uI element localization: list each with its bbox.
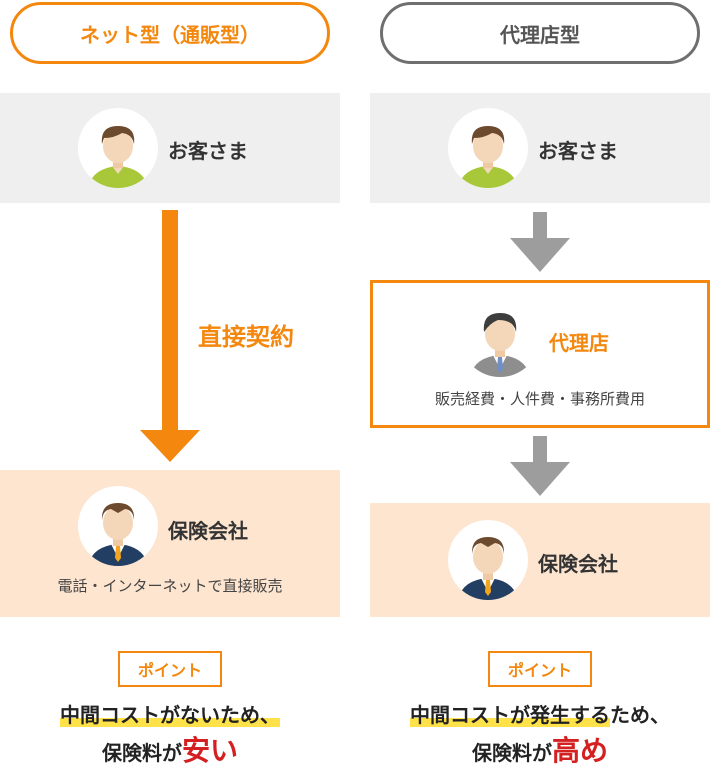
left-point-badge: ポイント	[118, 651, 222, 687]
direct-contract-label: 直接契約	[198, 323, 294, 351]
agency-label: 代理店	[549, 331, 609, 355]
left-summary: 中間コストがないため、 保険料が安い	[0, 697, 340, 771]
left-company-box: 保険会社 電話・インターネットで直接販売	[0, 470, 340, 617]
company-avatar-icon	[448, 520, 528, 600]
gray-arrow-icon	[510, 436, 570, 496]
header-net-type: ネット型（通販型）	[10, 2, 330, 64]
agency-box: 代理店 販売経費・人件費・事務所費用	[370, 280, 710, 428]
right-point-badge: ポイント	[488, 651, 592, 687]
left-summary-prefix: 保険料が	[101, 741, 182, 765]
left-company-label: 保険会社	[168, 519, 248, 543]
left-summary-line1: 中間コストがないため、	[60, 703, 280, 727]
header-agent-type: 代理店型	[380, 2, 700, 64]
gray-arrow-icon	[510, 212, 570, 272]
right-summary-prefix: 保険料が	[471, 741, 552, 765]
right-customer-label: お客さま	[538, 139, 618, 163]
right-summary-line1-rest: ため、	[610, 703, 670, 727]
customer-avatar-icon	[448, 108, 528, 188]
right-summary-emph: 高め	[551, 734, 608, 767]
company-avatar-icon	[78, 486, 158, 566]
right-company-box: 保険会社	[370, 503, 710, 617]
right-summary-line1-hl: 中間コストが発生する	[410, 703, 610, 727]
right-summary: 中間コストが発生するため、 保険料が高め	[370, 697, 710, 771]
left-customer-box: お客さま	[0, 93, 340, 203]
left-company-sub: 電話・インターネットで直接販売	[57, 577, 283, 595]
right-company-label: 保険会社	[538, 552, 618, 576]
direct-arrow-icon	[140, 210, 200, 462]
agency-avatar-icon	[460, 297, 540, 377]
agency-sub: 販売経費・人件費・事務所費用	[434, 390, 645, 408]
customer-avatar-icon	[78, 108, 158, 188]
right-customer-box: お客さま	[370, 93, 710, 203]
left-customer-label: お客さま	[168, 139, 248, 163]
left-summary-emph: 安い	[181, 734, 238, 767]
